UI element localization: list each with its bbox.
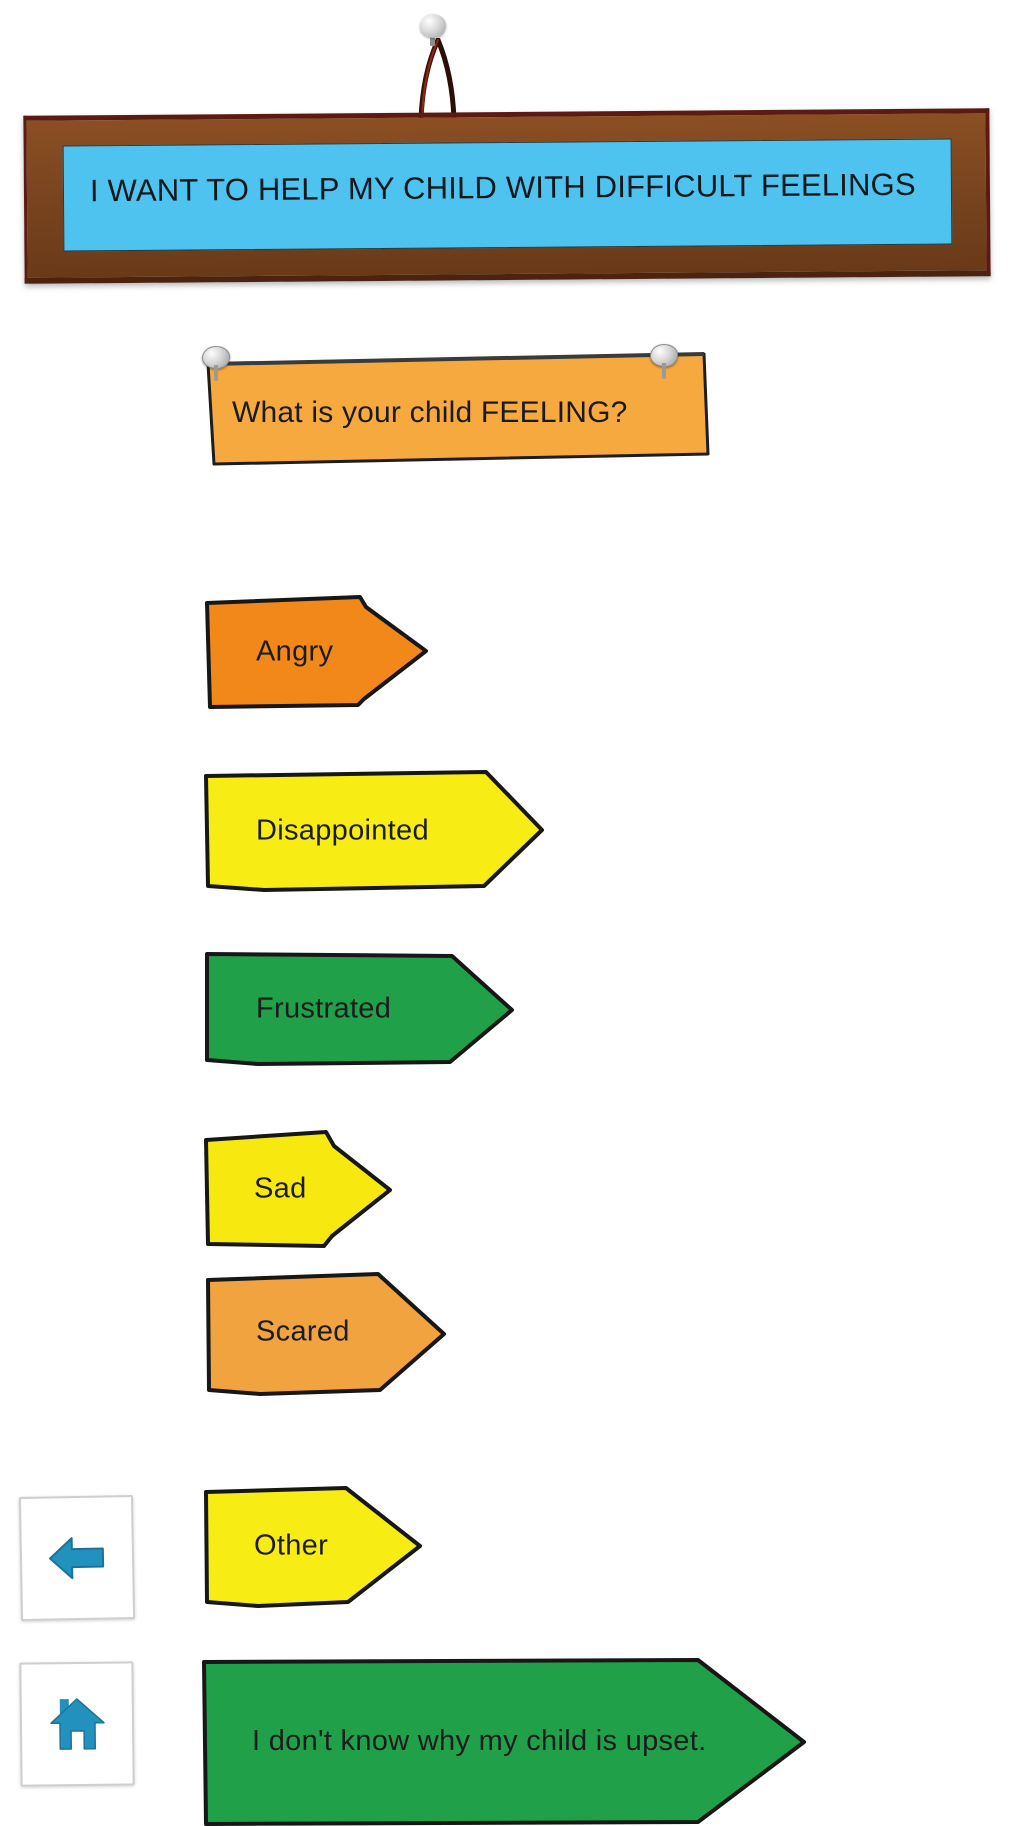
option-dont-know[interactable]: I don't know why my child is upset. (198, 1656, 810, 1826)
option-angry[interactable]: Angry (200, 593, 432, 711)
arrow-shape-frustrated (205, 952, 514, 1066)
option-sad[interactable]: Sad (198, 1128, 396, 1250)
pushpin-icon (202, 346, 230, 381)
arrow-shape-angry (205, 595, 428, 709)
arrow-shape-scared (206, 1272, 446, 1396)
arrow-shape-dont-know (202, 1658, 806, 1826)
home-button[interactable] (19, 1661, 135, 1787)
pushpin-icon (650, 344, 678, 379)
nail-head-icon (420, 14, 446, 38)
option-other[interactable]: Other (198, 1484, 426, 1608)
back-button[interactable] (18, 1495, 136, 1621)
question-banner-label: What is your child FEELING? (232, 396, 628, 429)
title-sign-panel: I WANT TO HELP MY CHILD WITH DIFFICULT F… (62, 138, 953, 252)
arrow-shape-disappointed (204, 770, 544, 892)
nail-shaft-icon (430, 32, 435, 46)
question-banner: What is your child FEELING? (200, 344, 712, 468)
question-banner-shape (206, 352, 710, 466)
hanging-cord-icon (418, 38, 457, 120)
sign-hanger (400, 12, 520, 122)
title-sign-frame: I WANT TO HELP MY CHILD WITH DIFFICULT F… (23, 108, 991, 284)
option-frustrated[interactable]: Frustrated (200, 948, 518, 1070)
option-disappointed[interactable]: Disappointed (200, 768, 548, 894)
option-scared[interactable]: Scared (200, 1268, 450, 1396)
home-icon (21, 1663, 132, 1784)
page-title: I WANT TO HELP MY CHILD WITH DIFFICULT F… (89, 166, 916, 209)
arrow-shape-other (204, 1486, 422, 1608)
arrow-shape-sad (204, 1130, 392, 1248)
back-arrow-icon (21, 1497, 133, 1619)
